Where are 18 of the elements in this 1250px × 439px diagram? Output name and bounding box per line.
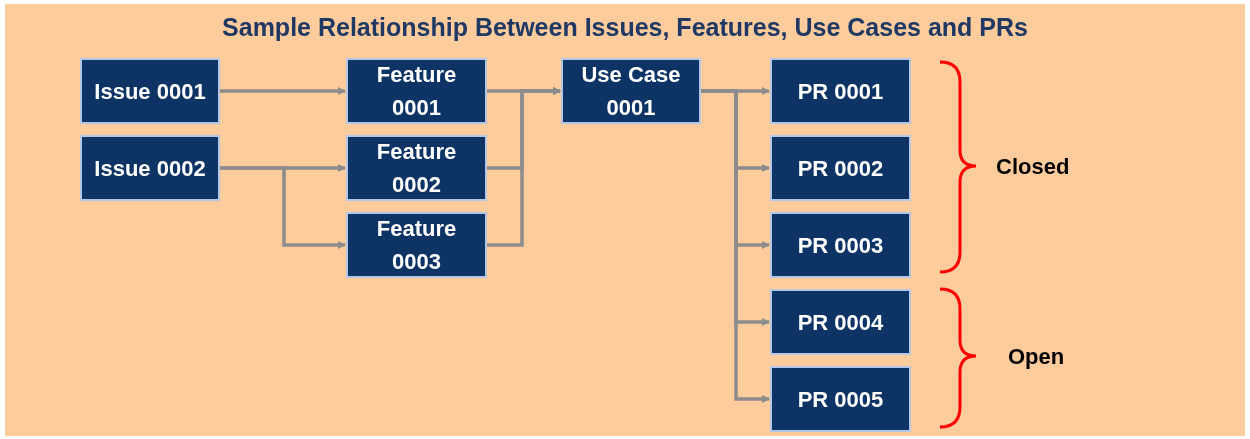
process-box: Feature 0001 xyxy=(346,58,487,124)
diagram-title: Sample Relationship Between Issues, Features, Use Cases and PRs xyxy=(221,12,1029,43)
process-box: PR 0005 xyxy=(770,366,911,432)
process-box: Issue 0002 xyxy=(80,135,220,201)
status-label: Closed xyxy=(996,153,1070,181)
process-box: PR 0001 xyxy=(770,58,911,124)
process-box: PR 0003 xyxy=(770,212,911,278)
process-box: Use Case 0001 xyxy=(561,58,701,124)
process-box: Feature 0003 xyxy=(346,212,487,278)
process-box: Feature 0002 xyxy=(346,135,487,201)
process-box: PR 0004 xyxy=(770,289,911,355)
arrow xyxy=(487,87,561,247)
status-label: Open xyxy=(1008,343,1065,371)
process-box: Issue 0001 xyxy=(80,58,220,124)
arrow xyxy=(220,166,346,249)
arrow xyxy=(220,87,346,95)
process-box: PR 0002 xyxy=(770,135,911,201)
arrow xyxy=(701,89,770,403)
